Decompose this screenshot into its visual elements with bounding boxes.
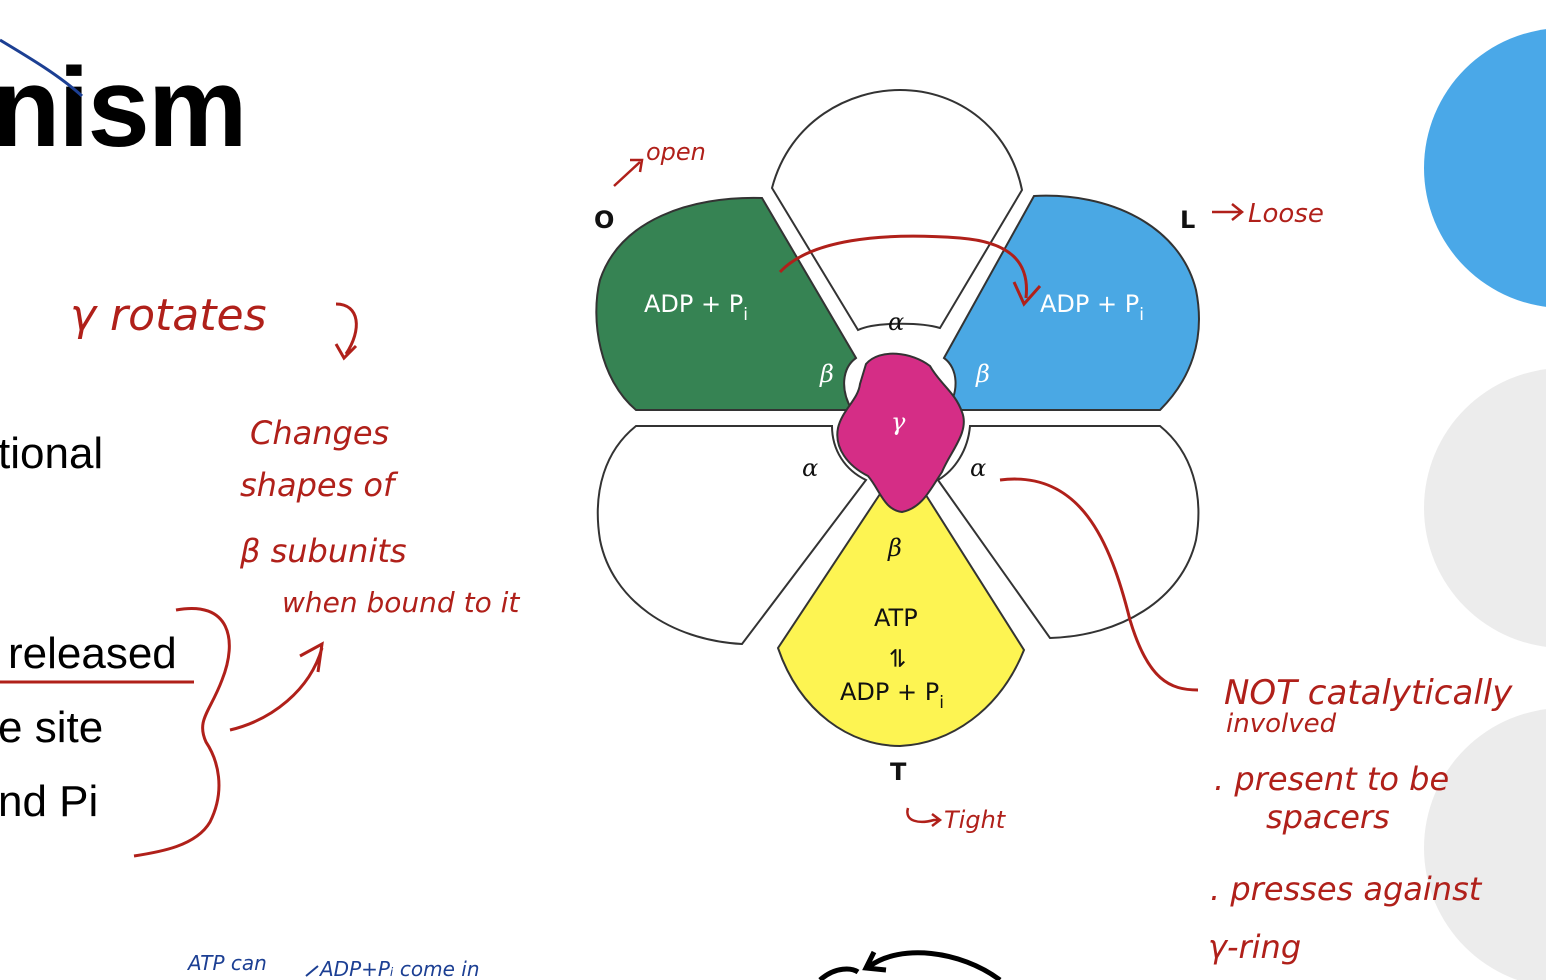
t-site-adp-label: ADP + Pi	[840, 678, 944, 713]
decor-circle-blue	[1424, 29, 1546, 307]
corner-l: L	[1180, 206, 1195, 234]
annotation-changes-2: shapes of	[240, 466, 399, 504]
annotation-tight: Tight	[944, 806, 1007, 834]
corner-t: T	[890, 758, 907, 786]
annotation-present-2: spacers	[1266, 798, 1390, 836]
open-arrow	[613, 158, 644, 187]
bullet-line-1: tional	[0, 429, 104, 478]
decor-circle-gray-1	[1424, 369, 1546, 647]
annotation-changes-3: β subunits	[239, 532, 407, 570]
t-site-atp-label: ATP	[874, 604, 918, 632]
red-arrowhead-l	[1012, 281, 1042, 307]
rotates-arrow	[334, 302, 358, 361]
annotation-not-2: involved	[1226, 709, 1337, 739]
tight-arrow	[906, 807, 943, 827]
annotation-gamma-rotates: γ rotates	[70, 290, 267, 341]
l-site-label: ADP + Pi	[1040, 290, 1144, 325]
bullet-line-2: released	[8, 629, 177, 678]
bullet-line-3: e site	[0, 703, 104, 752]
beta-open-subunit	[595, 196, 858, 411]
red-brace	[133, 607, 231, 858]
red-pointer-arrow	[229, 641, 324, 732]
annotation-changes-4: when bound to it	[282, 586, 520, 619]
alpha-label-left: α	[802, 454, 818, 482]
decor-circle-gray-2	[1424, 709, 1546, 980]
alpha-top-subunit	[770, 88, 1024, 332]
beta-label-l: β	[975, 360, 990, 388]
annotation-bottom-2: ADP+Pᵢ come in	[318, 957, 480, 980]
blue-small-arrow	[305, 965, 319, 977]
o-site-label: ADP + Pi	[644, 290, 748, 325]
annotation-presses-2: γ-ring	[1208, 928, 1301, 966]
beta-label-t: β	[887, 534, 902, 562]
gamma-subunit	[836, 352, 965, 514]
beta-loose-subunit	[942, 194, 1200, 411]
slide-title: nism	[0, 45, 247, 170]
red-arrow-o-to-l	[778, 234, 1028, 299]
red-alpha-callout	[999, 477, 1199, 692]
annotation-loose: Loose	[1248, 199, 1324, 229]
gamma-label: γ	[891, 408, 906, 436]
annotation-presses-1: . presses against	[1210, 870, 1483, 908]
alpha-label-right: α	[970, 454, 986, 482]
blue-pen-stroke	[0, 38, 84, 98]
alpha-label-top: α	[888, 308, 904, 336]
bullet-line-4: nd Pi	[0, 777, 99, 826]
black-rotation-sketch	[818, 950, 1002, 980]
loose-arrow	[1212, 203, 1245, 221]
t-site-equilibrium-arrow: ⇌	[884, 648, 912, 668]
corner-o: O	[594, 206, 614, 234]
annotation-bottom-1: ATP can	[186, 951, 267, 975]
beta-label-o: β	[819, 360, 834, 388]
annotation-present-1: . present to be	[1214, 760, 1449, 798]
annotation-open: open	[646, 138, 706, 166]
annotation-not-1: NOT catalytically	[1224, 673, 1513, 713]
annotation-changes-1: Changes	[250, 414, 389, 452]
alpha-left-subunit	[596, 425, 868, 646]
